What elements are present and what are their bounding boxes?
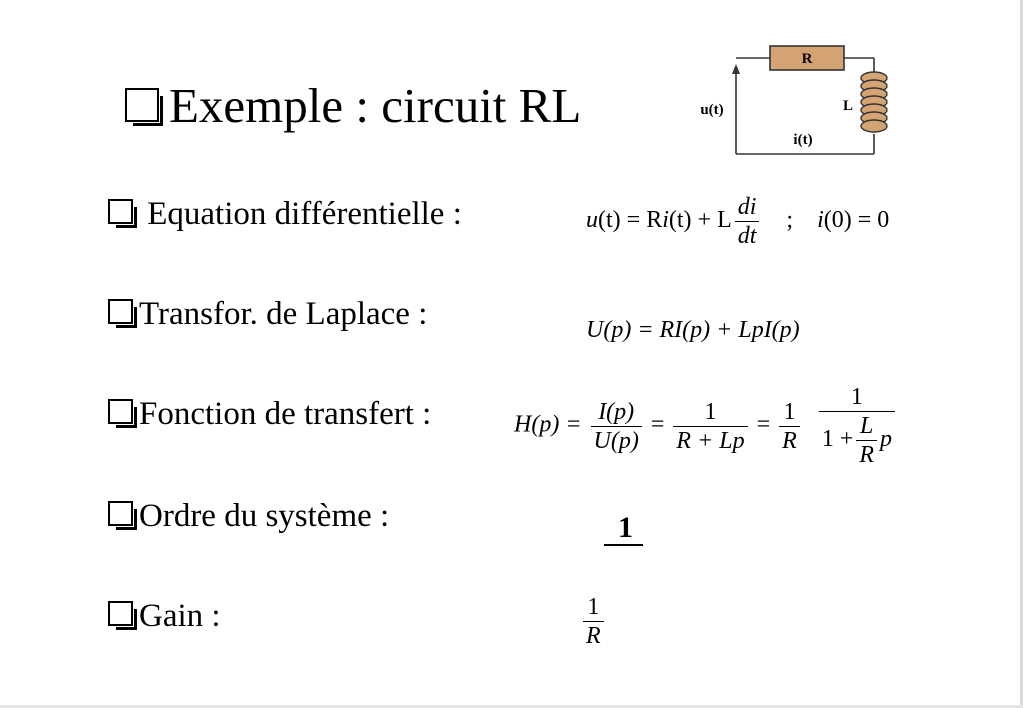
- checkbox-bullet-icon: [108, 299, 137, 328]
- formula-separator: ;: [786, 207, 794, 234]
- formula-laplace-text: U(p) = RI(p) + LpI(p): [586, 317, 800, 343]
- checkbox-bullet-icon: [108, 199, 137, 228]
- bullet-gain: Gain :: [108, 596, 221, 636]
- formula-text: 1 +: [821, 426, 854, 453]
- bullet-gain-text: Gain :: [139, 598, 221, 634]
- rl-circuit-diagram: R L u(t) i(t): [700, 45, 888, 155]
- bullet-laplace: Transfor. de Laplace :: [108, 294, 427, 334]
- slide-edge-bottom: [0, 705, 1023, 708]
- slide-title: Exemple : circuit RL: [125, 76, 581, 136]
- current-label: i(t): [793, 132, 812, 148]
- bullet-order-text: Ordre du système :: [139, 498, 390, 534]
- inductor-coil: [860, 119, 888, 133]
- formula-laplace: U(p) = RI(p) + LpI(p): [586, 316, 800, 344]
- fraction-numerator: 1: [587, 594, 600, 620]
- fraction-numerator: I(p): [598, 398, 635, 425]
- checkbox-bullet-icon: [125, 88, 163, 126]
- bullet-transfer-text: Fonction de transfert :: [139, 396, 432, 432]
- formula-symbol: p: [880, 426, 893, 453]
- voltage-label: u(t): [700, 102, 723, 118]
- slide-title-text: Exemple : circuit RL: [169, 78, 582, 133]
- formula-symbol: i: [662, 207, 669, 234]
- formula-text: (t) + L: [668, 207, 732, 234]
- fraction-numerator: 1: [704, 398, 717, 425]
- fraction-denominator: U(p): [590, 425, 642, 455]
- bullet-equation: Equation différentielle :: [108, 194, 462, 234]
- fraction-numerator: L: [860, 413, 874, 439]
- formula-order: 1: [604, 511, 643, 546]
- resistor-label: R: [802, 51, 813, 67]
- fraction-denominator: R: [856, 440, 878, 469]
- fraction-i-over-u: I(p)U(p): [590, 398, 642, 455]
- bullet-order: Ordre du système :: [108, 496, 389, 536]
- formula-equals: =: [650, 411, 665, 438]
- formula-text: (t) = R: [598, 207, 663, 234]
- fraction-denominator: dt: [734, 221, 760, 250]
- checkbox-bullet-icon: [108, 399, 137, 428]
- resistor: [769, 45, 845, 71]
- formula-symbol: u: [586, 207, 598, 234]
- fraction-numerator: di: [737, 194, 757, 220]
- checkbox-bullet-icon: [108, 501, 137, 530]
- bullet-transfer: Fonction de transfert :: [108, 394, 431, 434]
- bullet-equation-text: Equation différentielle :: [147, 196, 462, 232]
- voltage-arrowhead: [732, 64, 740, 74]
- fraction-numerator: 1: [783, 398, 796, 425]
- bullet-laplace-text: Transfor. de Laplace :: [139, 296, 428, 332]
- slide-edge-right: [1020, 0, 1023, 708]
- inductor-label: L: [843, 98, 853, 114]
- fraction-denominator: R: [583, 621, 604, 650]
- checkbox-bullet-icon: [108, 601, 137, 630]
- fraction-numerator: 1: [850, 384, 863, 410]
- fraction-denominator: R: [779, 425, 800, 455]
- formula-symbol: i: [817, 207, 824, 234]
- formula-tf-lhs: H(p) =: [514, 411, 582, 438]
- order-value: 1: [604, 511, 643, 546]
- formula-initial-condition: (0) = 0: [823, 207, 890, 234]
- formula-equals: =: [756, 411, 771, 438]
- fraction-denominator: R + Lp: [673, 425, 748, 455]
